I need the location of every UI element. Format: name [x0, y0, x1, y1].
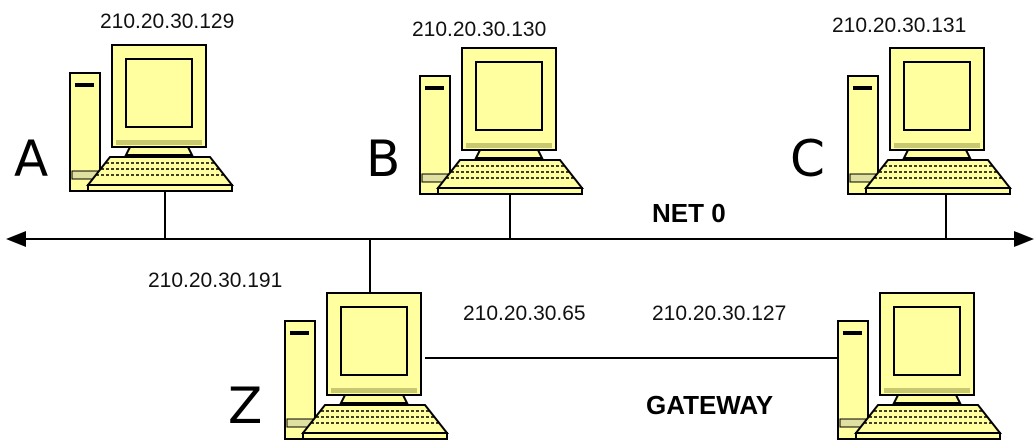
host-c-ip: 210.20.30.131 [832, 14, 966, 37]
host-b-label: B [366, 130, 400, 188]
host-z-net0-ip: 210.20.30.191 [148, 269, 282, 292]
gateway-ip: 210.20.30.127 [652, 302, 786, 325]
right-arrow-icon [1014, 231, 1034, 247]
host-z-link-ip: 210.20.30.65 [463, 302, 586, 325]
network-label: NET 0 [652, 198, 726, 228]
gateway-label: GATEWAY [646, 390, 773, 420]
host-c-label: C [790, 130, 825, 188]
left-arrow-icon [6, 231, 26, 247]
host-b-ip: 210.20.30.130 [412, 18, 546, 41]
host-a-computer-icon [68, 43, 234, 193]
host-a-ip: 210.20.30.129 [100, 10, 234, 33]
host-z-label: Z [228, 377, 262, 435]
host-b-computer-icon [418, 46, 584, 196]
host-z-computer-icon [283, 291, 449, 440]
net0-bus [6, 231, 1034, 247]
gateway-computer-icon [836, 291, 1002, 440]
host-c-computer-icon [846, 46, 1012, 196]
host-a-label: A [14, 130, 48, 188]
